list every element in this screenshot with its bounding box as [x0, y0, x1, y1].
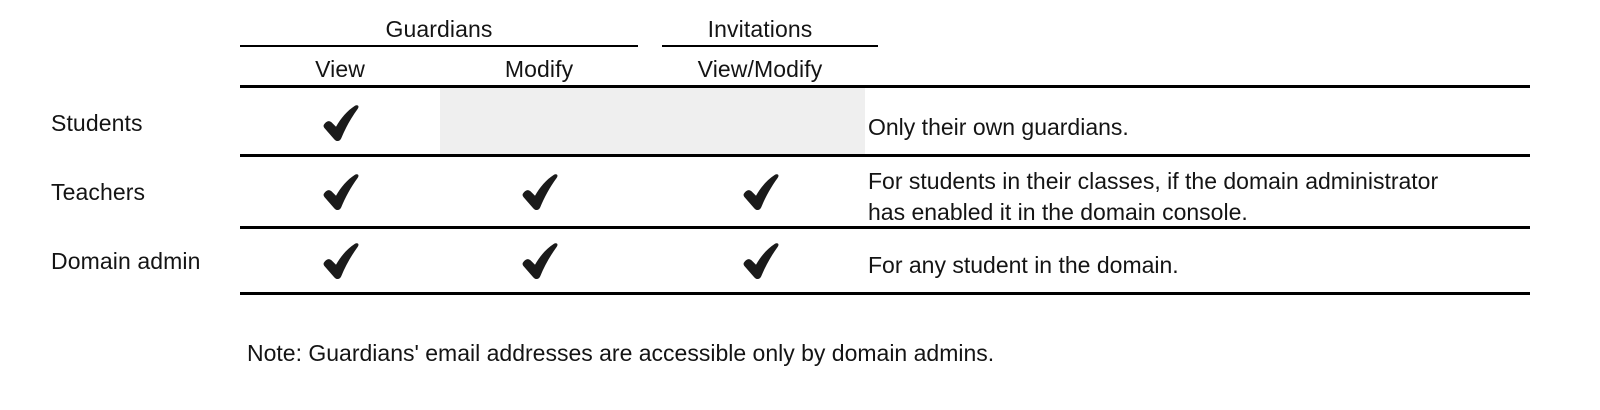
row-description-students: Only their own guardians. — [868, 114, 1129, 140]
group-header-guardians: Guardians — [385, 16, 493, 42]
column-header-modify: Modify — [504, 56, 574, 82]
group-rule-invitations — [662, 45, 878, 47]
group-header-invitations: Invitations — [707, 16, 813, 42]
disabled-cell-students — [440, 88, 865, 154]
row-label-students: Students — [51, 110, 143, 136]
check-icon-domain-admin-modify — [517, 241, 561, 281]
row-label-domain-admin: Domain admin — [51, 248, 201, 274]
table-bottom-rule — [240, 292, 1530, 295]
row-rule-after-students — [240, 154, 1530, 157]
table-note: Note: Guardians' email addresses are acc… — [247, 340, 995, 366]
check-icon-teachers-modify — [517, 172, 561, 212]
column-header-view: View — [315, 56, 365, 82]
column-header-view-modify: View/Modify — [697, 56, 823, 82]
row-description-domain-admin: For any student in the domain. — [868, 252, 1179, 278]
row-description-teachers: For students in their classes, if the do… — [868, 168, 1439, 225]
check-icon-domain-admin-invitations — [738, 241, 782, 281]
row-label-teachers: Teachers — [51, 179, 146, 205]
group-rule-guardians — [240, 45, 638, 47]
check-icon-teachers-invitations — [738, 172, 782, 212]
check-icon-teachers-view — [318, 172, 362, 212]
header-bottom-rule — [240, 85, 1530, 88]
row-rule-after-teachers — [240, 226, 1530, 229]
check-icon-domain-admin-view — [318, 241, 362, 281]
check-icon-students-view — [318, 103, 362, 143]
